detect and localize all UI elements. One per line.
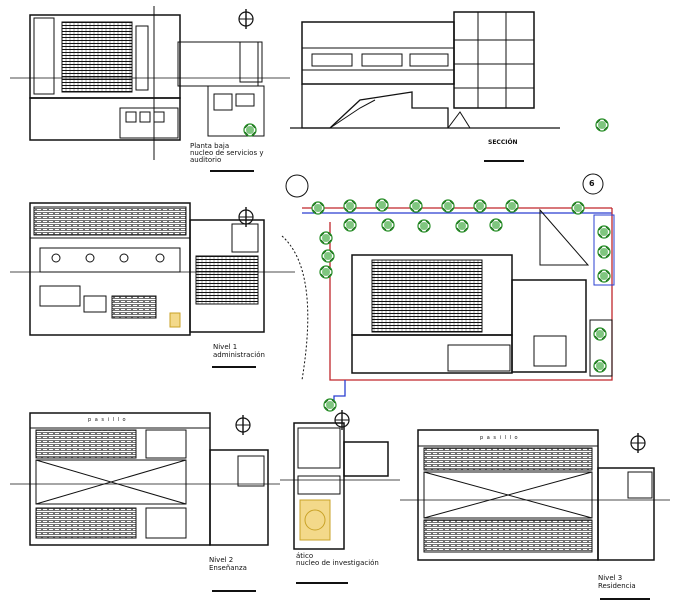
site-marker: 6 [589, 179, 595, 188]
level-2-corridor-label: p a s i l l o [88, 417, 127, 423]
level-1-title: Nivel 1 [213, 343, 238, 351]
ground-floor-plan [10, 6, 290, 160]
attic-subtitle: nucleo de investigación [296, 559, 379, 567]
level-1-plan [10, 202, 295, 336]
north-arrow-icon [235, 414, 251, 436]
level-3-corridor-label: p a s i l l o [480, 435, 519, 441]
level-3-plan [400, 429, 670, 561]
level-3-title: Nivel 3 [598, 574, 623, 582]
section-drawing [290, 11, 560, 129]
ground-floor-subtitle: nucleo de servicios y [190, 149, 264, 157]
ground-floor-title: Planta baja [190, 142, 230, 150]
attic-plan [280, 422, 400, 550]
level-2-subtitle: Enseñanza [209, 564, 247, 572]
level-2-plan [10, 412, 280, 546]
level-3-subtitle: Residencia [598, 582, 636, 590]
north-arrow-icon [630, 432, 646, 454]
scale-bars [210, 160, 650, 600]
tree-icon [595, 118, 609, 132]
level-1-subtitle: administración [213, 351, 265, 359]
tree-icon [243, 123, 257, 137]
level-2-title: Nivel 2 [209, 556, 234, 564]
north-arrow-icon [334, 409, 350, 431]
ground-floor-subtitle-2: auditorio [190, 156, 222, 164]
section-title: SECCIÓN [488, 139, 518, 146]
north-arrow-icon [238, 8, 254, 30]
attic-title: ático [296, 552, 314, 560]
